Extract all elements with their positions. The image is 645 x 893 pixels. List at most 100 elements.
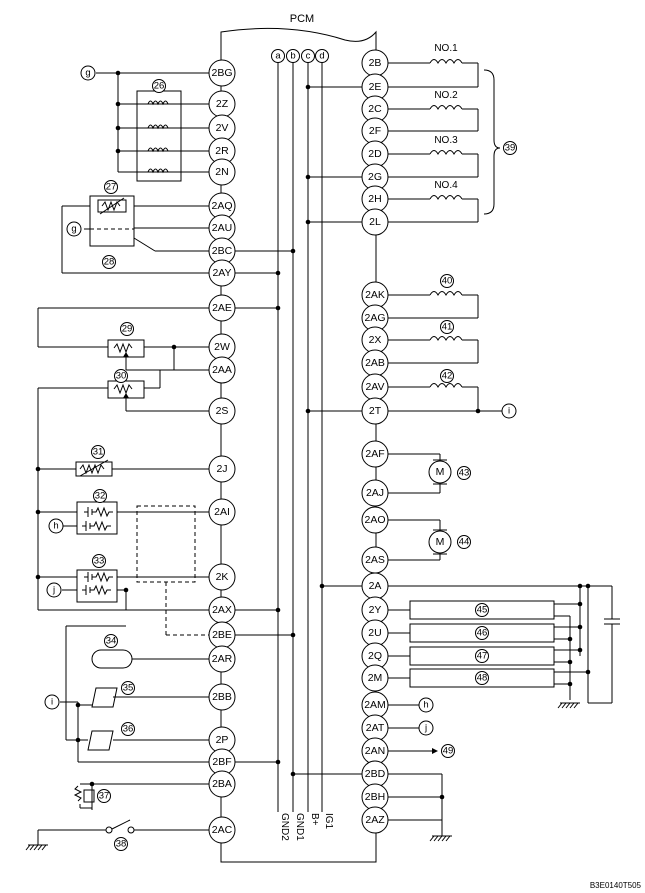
component-36-label: 36 (123, 724, 134, 735)
component-33-label: 33 (94, 556, 105, 567)
component-44-label: 44 (459, 537, 470, 548)
pin-2a: 2A (361, 572, 389, 600)
component-37: 37 (97, 789, 111, 803)
component-31: 31 (91, 445, 105, 459)
component-45-label: 45 (477, 605, 488, 616)
pin-2bd-label: 2BD (365, 768, 386, 780)
component-number-circles: 2627282930313233343536373839404142434445… (91, 79, 517, 851)
pin-2c: 2C (361, 95, 389, 123)
pin-2ac: 2AC (208, 816, 236, 844)
component-33: 33 (92, 554, 106, 568)
component-43-label: 43 (459, 468, 470, 479)
pcm-box (220, 27, 377, 863)
pin-2e-label: 2E (369, 81, 382, 93)
component-35-label: 35 (123, 683, 134, 694)
pin-2u: 2U (361, 619, 389, 647)
component-46: 46 (475, 626, 489, 640)
connector-j: j (46, 582, 62, 598)
pin-2m: 2M (361, 664, 389, 692)
component-44: 44 (457, 535, 471, 549)
footer-code: B3E0140T505 (590, 881, 642, 890)
pin-2an-label: 2AN (365, 745, 385, 757)
motor-symbols: MM (436, 466, 445, 548)
component-32: 32 (93, 489, 107, 503)
pin-2p-label: 2P (216, 734, 229, 746)
pin-2ao: 2AO (361, 506, 389, 534)
pin-2ae-label: 2AE (212, 302, 232, 314)
pin-2ai: 2AI (208, 498, 236, 526)
connector-j-label: j (52, 585, 55, 596)
junction-dots (35, 70, 591, 800)
coil-labels: NO.1NO.2NO.3NO.4 (434, 43, 458, 191)
pin-2am: 2AM (361, 691, 389, 719)
component-32-label: 32 (95, 491, 106, 502)
motor-icon: M (436, 536, 445, 548)
pin-2s: 2S (208, 397, 236, 425)
bus-letter-d: d (315, 49, 329, 63)
connector-g: g (66, 221, 82, 237)
pin-2au: 2AU (208, 214, 236, 242)
right-pin-column: 2B2E2C2F2D2G2H2L2AK2AG2X2AB2AV2T2AF2AJ2A… (361, 49, 389, 834)
pin-2d: 2D (361, 140, 389, 168)
pin-2w-label: 2W (214, 341, 230, 353)
pin-2z-label: 2Z (216, 98, 229, 110)
pin-2as-label: 2AS (365, 554, 385, 566)
pin-2g: 2G (361, 163, 389, 191)
coil-label: NO.4 (434, 180, 458, 191)
bus-letter-a-label: a (275, 51, 281, 62)
pin-2ax-label: 2AX (212, 604, 232, 616)
pin-2q-label: 2Q (368, 650, 382, 662)
component-45: 45 (475, 603, 489, 617)
pin-2x-label: 2X (369, 334, 382, 346)
bus-label-bplus: B+ (309, 813, 320, 826)
pin-2v-label: 2V (216, 122, 229, 134)
pcm-title: PCM (290, 13, 314, 25)
component-36: 36 (121, 722, 135, 736)
pin-2bh: 2BH (361, 783, 389, 811)
pin-2v: 2V (208, 114, 236, 142)
component-31-label: 31 (93, 447, 104, 458)
component-47: 47 (475, 649, 489, 663)
pin-2l-label: 2L (369, 216, 381, 228)
pin-2aj-label: 2AJ (366, 487, 384, 499)
pin-2ay-label: 2AY (212, 267, 231, 279)
pin-2at-label: 2AT (366, 722, 385, 734)
bus-label-ig1: IG1 (323, 813, 334, 830)
bus-label-gnd2: GND2 (279, 813, 290, 841)
connector-g-label: g (71, 224, 76, 235)
pin-2aq: 2AQ (208, 192, 236, 220)
pin-2au-label: 2AU (212, 222, 232, 234)
bus-letter-d-label: d (319, 51, 324, 62)
pin-2ak: 2AK (361, 281, 389, 309)
pin-2az-label: 2AZ (365, 814, 385, 826)
pin-2bb-label: 2BB (212, 691, 232, 703)
pin-2bf-label: 2BF (212, 756, 231, 768)
pin-2aq-label: 2AQ (211, 200, 232, 212)
pin-2bf: 2BF (208, 748, 236, 776)
component-34: 34 (104, 634, 118, 648)
bus-letter-a: a (271, 49, 285, 63)
pin-2bh-label: 2BH (365, 791, 385, 803)
component-30: 30 (114, 369, 128, 383)
component-38-label: 38 (116, 839, 127, 850)
pin-2n-label: 2N (215, 166, 228, 178)
pin-2bc: 2BC (208, 237, 236, 265)
component-27-label: 27 (106, 182, 117, 193)
pin-2k: 2K (208, 563, 236, 591)
component-29: 29 (120, 322, 134, 336)
component-46-label: 46 (477, 628, 488, 639)
pin-2av-label: 2AV (365, 381, 384, 393)
component-48-label: 48 (477, 673, 488, 684)
pin-2bg-label: 2BG (211, 67, 232, 79)
pin-2ae: 2AE (208, 294, 236, 322)
pin-2q: 2Q (361, 642, 389, 670)
pin-2ax: 2AX (208, 596, 236, 624)
connector-i: i (501, 403, 517, 419)
pin-2t: 2T (361, 397, 389, 425)
pin-2f-label: 2F (369, 125, 381, 137)
ground-icon (25, 844, 48, 851)
component-49: 49 (441, 744, 455, 758)
pin-2aj: 2AJ (361, 479, 389, 507)
component-28-label: 28 (104, 257, 115, 268)
